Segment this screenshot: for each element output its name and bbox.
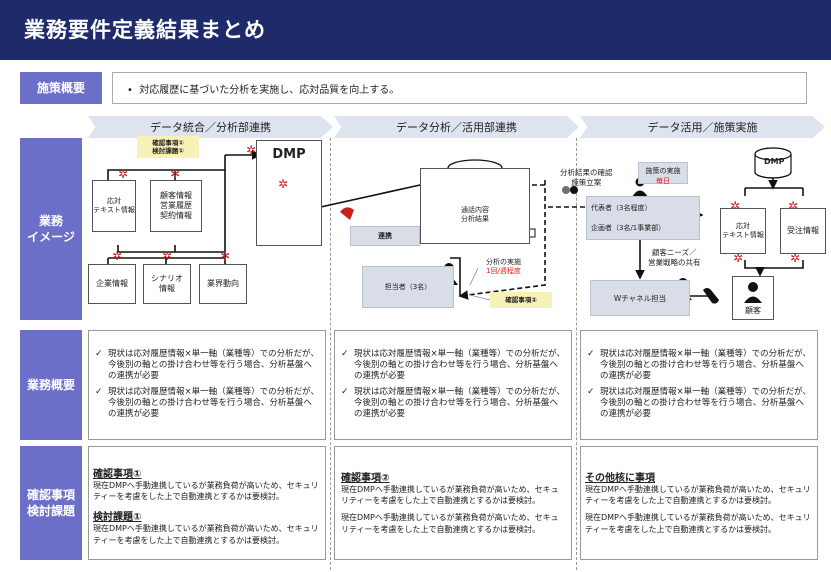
row-label-overview: 業務概要 (20, 330, 82, 440)
issues-col-1: 確認事項① 現在DMPへ手動連携しているが業務負荷が高いため、セキュリティーを考… (88, 446, 326, 560)
analysis-freq-label: 1回/週程度 (486, 267, 521, 276)
analysis-run-label: 分析の実施 (486, 258, 521, 266)
gear-icon: ✲ (730, 199, 741, 213)
representative-box: 代表者（3名程度） 企画者（3名/1事業部） (586, 196, 700, 240)
taiou-text-box: 応対 テキスト情報 (92, 180, 136, 232)
analysis-result-label: 通話内容 分析結果 (461, 206, 489, 223)
gear-icon: ✲ (246, 143, 257, 157)
needs-share-label: 顧客ニーズ／ 営業戦略の共有 (648, 248, 701, 267)
staff-box: 担当者（3名） (362, 266, 454, 308)
scenario-info-box: シナリオ 情報 (143, 264, 191, 304)
measure-freq-label: 毎日 (656, 177, 670, 185)
overview-bullet: 現状は応対履歴情報×単一軸（業種等）での分析だが、今後別の軸との掛け合わせ等を行… (587, 349, 811, 383)
gear-icon: ✲ (278, 177, 289, 191)
customer-box: 顧客 (732, 276, 774, 320)
gear-icon: ✲ (220, 249, 231, 263)
issues-col-3: その他核に事項 現在DMPへ手動連携しているが業務負荷が高いため、セキュリティー… (580, 446, 818, 560)
analysis-box: 通話内容 分析結果 (420, 168, 530, 244)
phase-3: データ活用／施策実施 (580, 116, 825, 138)
planner-label: 企画者（3名/1事業部） (591, 224, 666, 232)
row-label-image: 業務 イメージ (20, 138, 82, 320)
gear-icon: ✲ (112, 249, 123, 263)
issue-text: 現在DMPへ手動連携しているが業務負荷が高いため、セキュリティーを考慮をした上で… (341, 485, 559, 506)
issue-heading: 確認事項② (341, 473, 390, 484)
policy-label: 施策概要 (20, 72, 102, 104)
issue-text: 現在DMPへ手動連携しているが業務負荷が高いため、セキュリティーを考慮をした上で… (93, 481, 319, 502)
confirm1-note: 確認事項① 検討課題① (137, 136, 199, 158)
column-divider-2 (576, 138, 577, 570)
issue-heading: 確認事項① (93, 469, 142, 480)
phase-1: データ統合／分析部連携 (88, 116, 333, 138)
overview-bullet: 現状は応対履歴情報×単一軸（業種等）での分析だが、今後別の軸との掛け合わせ等を行… (341, 387, 565, 421)
overview-bullet: 現状は応対履歴情報×単一軸（業種等）での分析だが、今後別の軸との掛け合わせ等を行… (95, 349, 319, 383)
gear-icon: ✲ (118, 167, 129, 181)
phase-2: データ分析／活用部連携 (334, 116, 579, 138)
dmp-box: DMP (256, 140, 322, 246)
renkei-box: 連携 (350, 226, 420, 246)
overview-bullet: 現状は応対履歴情報×単一軸（業種等）での分析だが、今後別の軸との掛け合わせ等を行… (95, 387, 319, 421)
row-label-issues: 確認事項 検討課題 (20, 446, 82, 560)
confirm2-note: 確認事項② (490, 292, 552, 308)
gear-icon: ✲ (170, 167, 181, 181)
issue-heading: その他核に事項 (585, 473, 655, 484)
overview-col-1: 現状は応対履歴情報×単一軸（業種等）での分析だが、今後別の軸との掛け合わせ等を行… (88, 330, 326, 440)
industry-trend-box: 業界動向 (199, 264, 247, 304)
header-bar (0, 0, 831, 60)
order-info-box: 受注情報 (780, 208, 826, 254)
wchannel-box: Wチャネル担当 (590, 280, 690, 316)
measure-run-label: 施策の実施 (645, 167, 681, 175)
issue-text: 現在DMPへ手動連携しているが業務負荷が高いため、セキュリティーを考慮をした上で… (93, 524, 319, 545)
overview-col-2: 現状は応対履歴情報×単一軸（業種等）での分析だが、今後別の軸との掛け合わせ等を行… (334, 330, 572, 440)
gear-icon: ✲ (162, 249, 173, 263)
gear-icon: ✲ (733, 251, 744, 265)
measure-run-box: 施策の実施 毎日 (638, 162, 688, 185)
taiou2-box: 応対 テキスト情報 (720, 208, 766, 254)
customer-info-box: 顧客情報 営業履歴 契約情報 (150, 180, 202, 232)
representative-label: 代表者（3名程度） (591, 204, 652, 212)
dmp2-label: DMP (764, 157, 785, 166)
column-divider-1 (330, 138, 331, 570)
company-info-box: 企業情報 (88, 264, 136, 304)
gear-icon: ✲ (788, 199, 799, 213)
page-title: 業務要件定義結果まとめ (24, 18, 266, 42)
issue-text: 現在DMPへ手動連携しているが業務負荷が高いため、セキュリティーを考慮をした上で… (585, 513, 811, 534)
analysis-frequency: 分析の実施 1回/週程度 (486, 258, 521, 276)
issue-text: 現在DMPへ手動連携しているが業務負荷が高いため、セキュリティーを考慮をした上で… (341, 513, 559, 534)
issue-text: 現在DMPへ手動連携しているが業務負荷が高いため、セキュリティーを考慮をした上で… (585, 485, 811, 506)
overview-bullet: 現状は応対履歴情報×単一軸（業種等）での分析だが、今後別の軸との掛け合わせ等を行… (341, 349, 565, 383)
policy-text: 対応履歴に基づいた分析を実施し、応対品質を向上する。 (139, 85, 400, 96)
issue-heading: 検討課題① (93, 512, 142, 524)
overview-col-3: 現状は応対履歴情報×単一軸（業種等）での分析だが、今後別の軸との掛け合わせ等を行… (580, 330, 818, 440)
policy-summary: • 対応履歴に基づいた分析を実施し、応対品質を向上する。 (112, 72, 807, 104)
gear-icon: ✲ (790, 251, 801, 265)
issues-col-2: 確認事項② 現在DMPへ手動連携しているが業務負荷が高いため、セキュリティーを考… (334, 446, 572, 560)
result-check-label: 分析結果の確認 施策立案 (560, 168, 613, 187)
overview-bullet: 現状は応対履歴情報×単一軸（業種等）での分析だが、今後別の軸との掛け合わせ等を行… (587, 387, 811, 421)
